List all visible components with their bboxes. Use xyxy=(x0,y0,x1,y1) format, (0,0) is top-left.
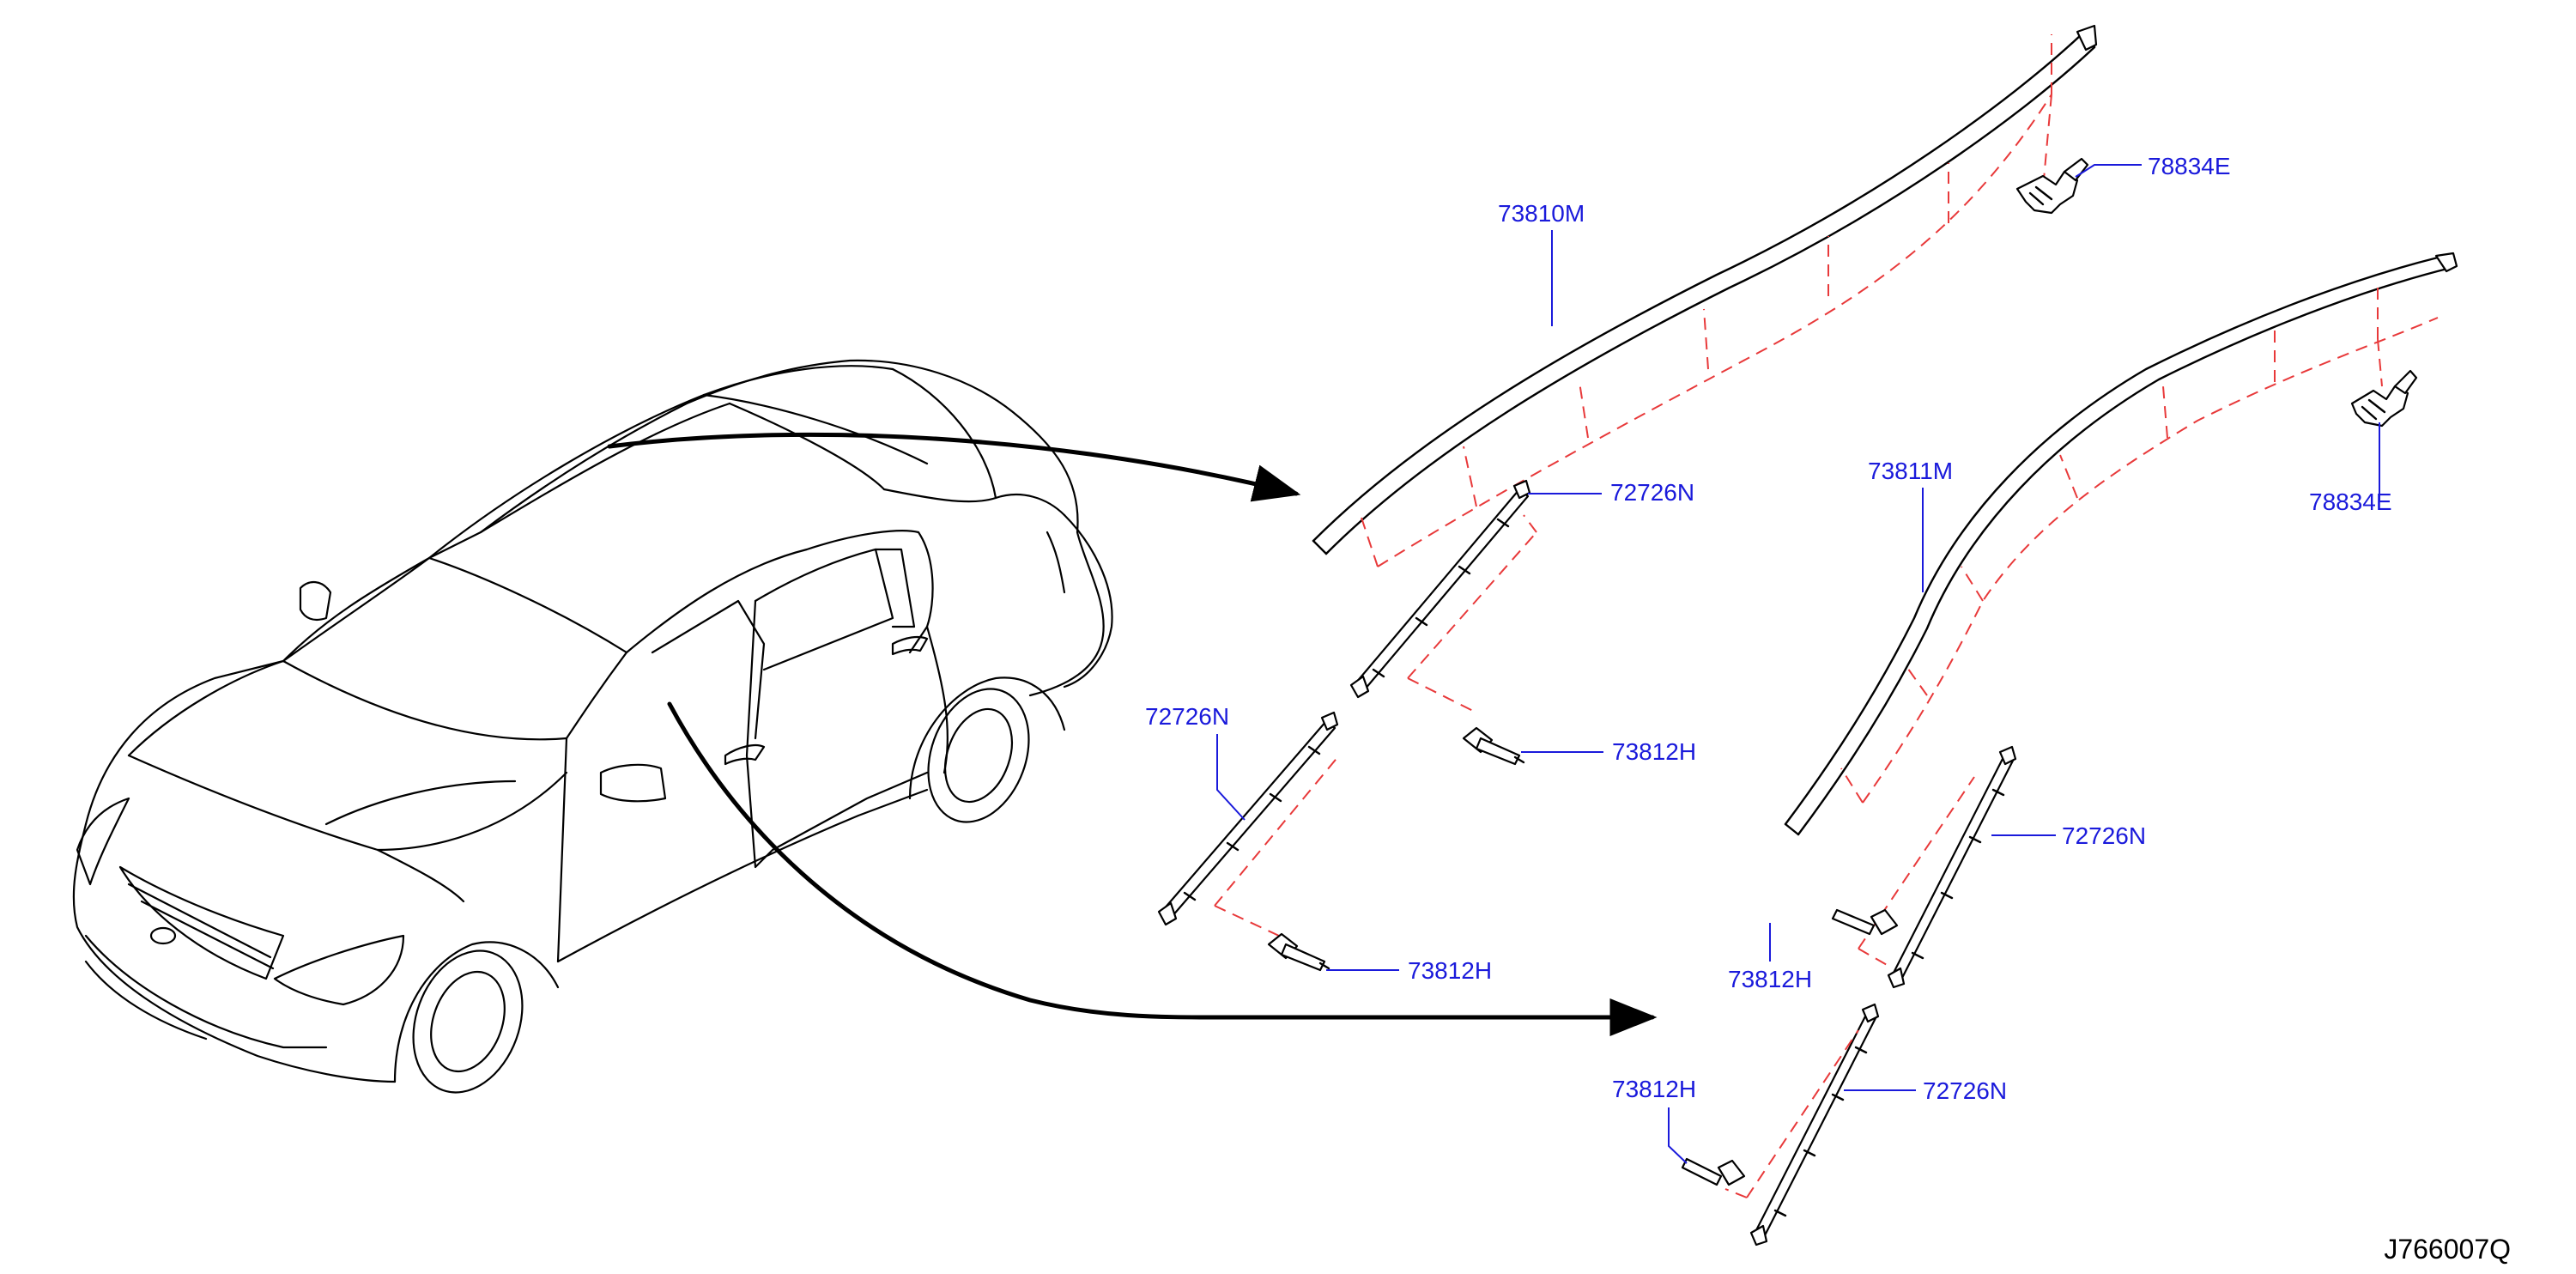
dash-73811m-main xyxy=(1862,317,2439,804)
leader-72726n-b xyxy=(1216,734,1246,821)
label-73812h-d: 73812H xyxy=(1612,1076,1696,1102)
label-73810m: 73810M xyxy=(1498,200,1585,227)
label-72726n-b: 72726N xyxy=(1145,703,1229,730)
strip-72726n-a xyxy=(1349,479,1531,699)
arrow-to-roof-molding xyxy=(607,432,1301,502)
roof-molding-left xyxy=(1312,24,2098,555)
diagram-code: J766007Q xyxy=(2384,1234,2511,1265)
roof-molding-right-dash xyxy=(1840,283,2439,804)
label-73812h-b: 73812H xyxy=(1408,957,1492,984)
label-72726n-c: 72726N xyxy=(2062,822,2146,849)
label-72726n-a: 72726N xyxy=(1610,479,1694,506)
leader-73812h-d xyxy=(1668,1107,1688,1164)
label-78834e-b: 78834E xyxy=(2309,488,2392,515)
arrow-to-door-molding xyxy=(667,701,1658,1036)
strip-72726n-a-dash xyxy=(1407,514,1537,713)
strip-72726n-b-dash xyxy=(1214,755,1340,937)
roof-molding-left-dash xyxy=(1360,34,2052,567)
label-73811m: 73811M xyxy=(1868,458,1953,484)
car-illustration xyxy=(72,359,1113,1094)
pin-73812h-c xyxy=(1831,908,1899,936)
leader-lines xyxy=(1216,164,2380,1164)
label-73812h-a: 73812H xyxy=(1612,738,1696,765)
roof-molding-right xyxy=(1784,252,2458,836)
strip-72726n-c xyxy=(1887,745,2017,989)
pin-73812h-b xyxy=(1267,932,1330,972)
strip-72726n-d-dash xyxy=(1724,1029,1859,1198)
clip-78834e-b xyxy=(2350,369,2418,428)
pin-73812h-a xyxy=(1462,726,1525,766)
label-78834e-a: 78834E xyxy=(2148,153,2231,179)
strip-72726n-b xyxy=(1157,711,1339,926)
label-73812h-c: 73812H xyxy=(1728,966,1812,992)
strip-72726n-d xyxy=(1749,1003,1880,1247)
clip-78834e-a xyxy=(2015,157,2089,215)
label-72726n-d: 72726N xyxy=(1923,1077,2007,1104)
dash-73810m-main xyxy=(1377,94,2052,567)
flow-arrows xyxy=(607,432,1658,1036)
part-labels: 73810M 78834E 73811M 78834E 72726N 72726… xyxy=(1145,153,2392,1104)
strip-72726n-c-dash xyxy=(1858,776,1975,967)
pin-73812h-d xyxy=(1681,1157,1746,1186)
leader-78834e-a xyxy=(2075,164,2142,178)
